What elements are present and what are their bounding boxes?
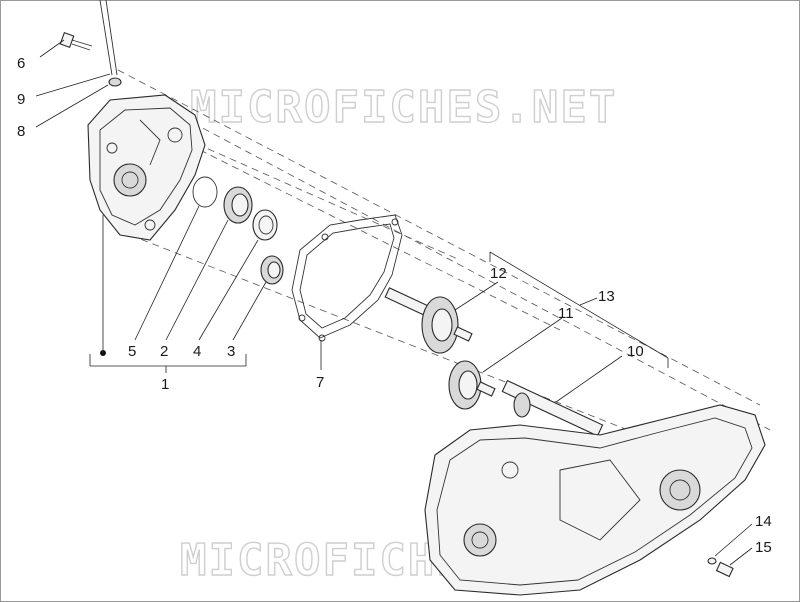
callout-7: 7: [316, 374, 324, 391]
output-shaft-10: [501, 379, 604, 437]
bearing-3: [260, 255, 284, 285]
callout-2: 2: [160, 343, 168, 360]
washer-14: [707, 557, 717, 565]
oil-seal-4: [252, 209, 278, 241]
group-bracket-1: [89, 215, 247, 373]
engine-crankcase: [424, 404, 766, 596]
circlip-5: [192, 176, 218, 208]
callout-15: 15: [755, 539, 772, 556]
callout-13: 13: [598, 288, 615, 305]
watermark-top: MICROFICHES.NET: [190, 82, 617, 133]
callout-4: 4: [193, 343, 201, 360]
callout-12: 12: [490, 265, 507, 282]
group-bracket-13: [489, 251, 669, 368]
screw-15: [715, 561, 734, 578]
callout-9: 9: [17, 91, 25, 108]
transmission-cover: [87, 94, 206, 241]
gear-shaft-12: [384, 287, 473, 354]
callout-5: 5: [128, 343, 136, 360]
bearing-2: [223, 186, 253, 224]
callout-3: 3: [227, 343, 235, 360]
callout-14: 14: [755, 513, 772, 530]
callout-10: 10: [627, 343, 644, 360]
leader-lines: [35, 39, 753, 566]
gasket-7: [291, 214, 403, 342]
callout-11: 11: [558, 305, 574, 322]
bolt-6: [59, 31, 93, 51]
dipstick-tube: [99, 0, 122, 87]
callout-6: 6: [17, 55, 25, 72]
callout-1: 1: [161, 376, 169, 393]
callout-8: 8: [17, 123, 25, 140]
gear-11: [448, 360, 496, 410]
